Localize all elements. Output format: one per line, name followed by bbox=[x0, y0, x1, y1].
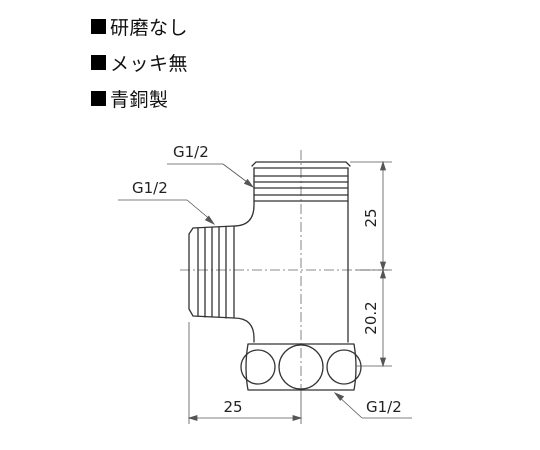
dimension-arrow-icon bbox=[187, 414, 198, 422]
dim-width-label: 25 bbox=[223, 398, 242, 416]
dim-lower-height-label: 20.2 bbox=[362, 301, 380, 334]
dimension-arrow-icon bbox=[379, 268, 387, 279]
spec-item-polish: 研磨なし bbox=[91, 8, 188, 44]
leader-arrow-icon bbox=[333, 392, 345, 401]
leader-arrow-icon bbox=[243, 178, 255, 188]
spec-item-material: 青銅製 bbox=[91, 80, 188, 116]
dimension-arrow-icon bbox=[292, 414, 303, 422]
leader-arrow-icon bbox=[204, 215, 216, 225]
dimension-lines bbox=[187, 160, 392, 424]
hex-nut-center-face bbox=[278, 344, 324, 390]
fitting-body bbox=[188, 161, 362, 391]
top-thread-label: G1/2 bbox=[173, 143, 209, 161]
dimension-arrow-icon bbox=[379, 261, 387, 272]
leader-lines bbox=[118, 163, 412, 419]
dimension-arrow-icon bbox=[379, 160, 387, 171]
main-body-outline bbox=[233, 167, 349, 343]
center-lines bbox=[180, 150, 388, 392]
bottom-thread-label: G1/2 bbox=[366, 398, 402, 416]
side-thread-label: G1/2 bbox=[132, 179, 168, 197]
top-thread-outline bbox=[251, 161, 351, 167]
square-bullet-icon bbox=[91, 18, 106, 34]
spec-label: メッキ無 bbox=[110, 52, 189, 75]
spec-list: 研磨なし メッキ無 青銅製 bbox=[91, 8, 188, 116]
spec-item-plating: メッキ無 bbox=[91, 44, 188, 80]
square-bullet-icon bbox=[91, 90, 106, 106]
dim-upper-height-label: 25 bbox=[362, 208, 380, 227]
dimension-arrow-icon bbox=[379, 357, 387, 368]
hex-nut-left-face bbox=[240, 349, 276, 385]
hex-nut-right-face bbox=[326, 349, 362, 385]
spec-label: 研磨なし bbox=[110, 16, 189, 39]
spec-label: 青銅製 bbox=[110, 88, 169, 111]
square-bullet-icon bbox=[91, 54, 106, 70]
side-thread-outline bbox=[188, 225, 235, 319]
